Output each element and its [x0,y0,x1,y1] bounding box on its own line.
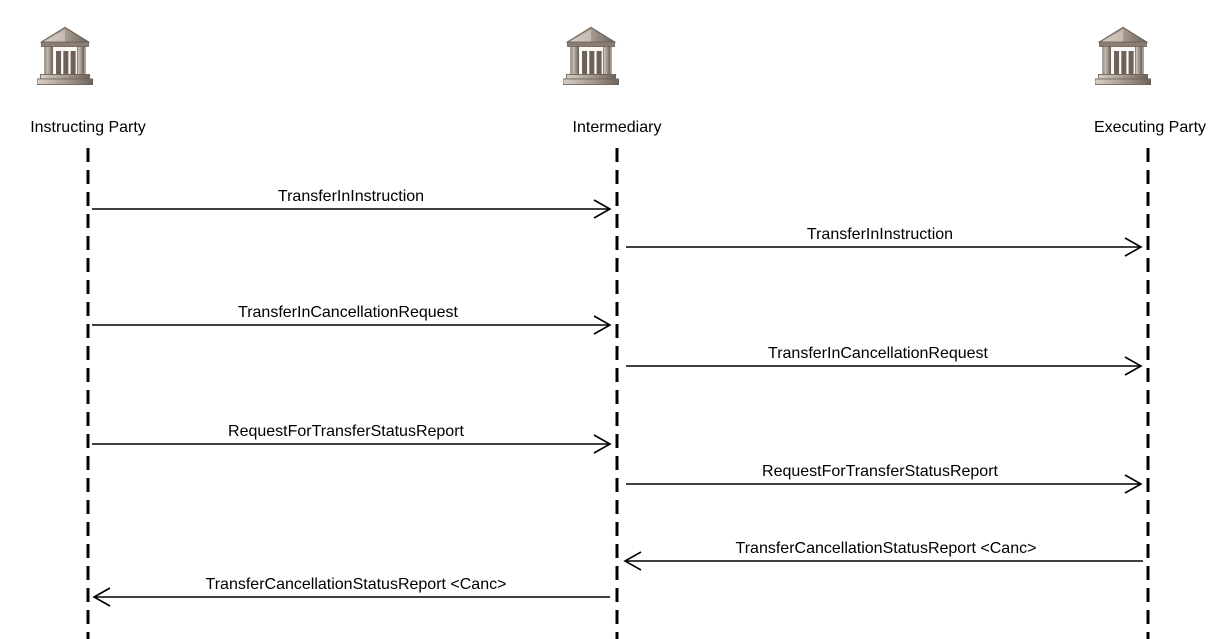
arrowhead-icon [593,434,612,454]
message-label: TransferCancellationStatusReport <Canc> [736,540,1037,557]
message-3: TransferInCancellationRequest [92,304,612,335]
message-8: TransferCancellationStatusReport <Canc> [92,576,610,607]
arrowhead-icon [1124,237,1143,257]
message-5: RequestForTransferStatusReport [92,423,612,454]
message-label: TransferInCancellationRequest [238,304,459,321]
arrowhead-icon [1124,474,1143,494]
participant-intermediary: Intermediary [563,26,662,639]
bank-building-icon [563,26,619,86]
arrowhead-icon [593,315,612,335]
participant-instructing-party: Instructing Party [30,26,146,639]
message-label: TransferCancellationStatusReport <Canc> [206,576,507,593]
bank-building-icon [1095,26,1151,86]
message-6: RequestForTransferStatusReport [626,463,1143,494]
participant-executing-party: Executing Party [1094,26,1206,639]
bank-building-icon [37,26,93,86]
arrowhead-icon [623,551,642,571]
message-label: TransferInInstruction [807,226,953,243]
arrowhead-icon [92,587,111,607]
message-label: TransferInInstruction [278,188,424,205]
arrowhead-icon [1124,356,1143,376]
participant-label: Intermediary [573,119,662,136]
arrowhead-icon [593,199,612,219]
message-label: RequestForTransferStatusReport [762,463,999,480]
message-label: TransferInCancellationRequest [768,345,989,362]
message-4: TransferInCancellationRequest [626,345,1143,376]
message-label: RequestForTransferStatusReport [228,423,465,440]
message-2: TransferInInstruction [626,226,1143,257]
participant-label: Executing Party [1094,119,1206,136]
participant-label: Instructing Party [30,119,146,136]
message-7: TransferCancellationStatusReport <Canc> [623,540,1143,571]
message-1: TransferInInstruction [92,188,612,219]
